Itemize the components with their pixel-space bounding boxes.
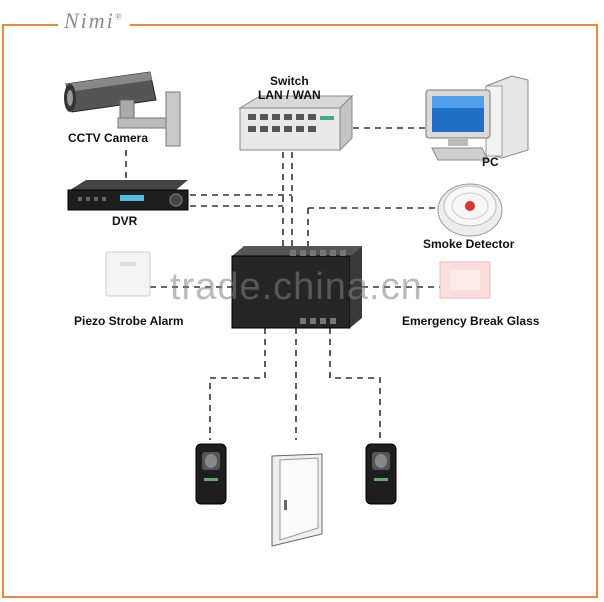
fingerprint-reader-icon-left [195, 443, 227, 505]
cctv-camera-label: CCTV Camera [68, 131, 149, 145]
dvr-label: DVR [112, 214, 138, 228]
door-icon [271, 453, 323, 547]
brand-logo: Nimi® [58, 8, 130, 34]
diagram-frame [2, 24, 598, 598]
cctv-camera-icon [64, 71, 181, 147]
link-controller-left-reader [209, 328, 266, 440]
dvr-recorder-icon [67, 180, 189, 211]
strobe-alarm-icon [105, 251, 151, 297]
connection-lines [125, 127, 440, 440]
switch-label: Switch LAN / WAN [258, 74, 321, 102]
smoke-detector-label: Smoke Detector [423, 237, 515, 251]
emergency-break-glass-label: Emergency Break Glass [402, 314, 540, 328]
network-switch-icon [238, 94, 354, 152]
fingerprint-reader-icon-right [365, 443, 397, 505]
switch-label-line2: LAN / WAN [258, 88, 321, 102]
switch-label-line1: Switch [270, 74, 309, 88]
watermark: trade.china.cn [170, 266, 423, 308]
piezo-strobe-alarm-label: Piezo Strobe Alarm [74, 314, 184, 328]
break-glass-icon [439, 261, 491, 299]
smoke-detector-icon [437, 183, 503, 237]
desktop-pc-icon [425, 75, 529, 161]
access-controller-icon [231, 246, 362, 329]
pc-label: PC [482, 155, 499, 169]
link-controller-right-reader [329, 328, 381, 440]
